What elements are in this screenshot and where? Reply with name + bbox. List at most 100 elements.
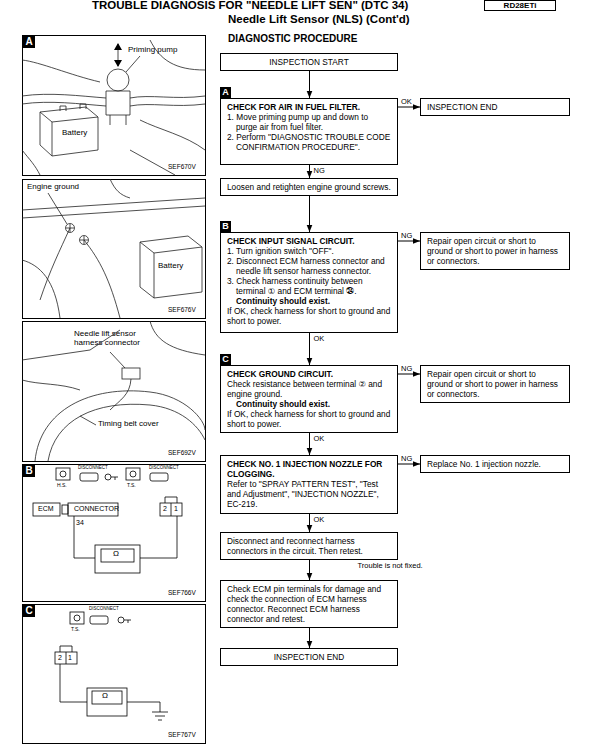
key-icon [111, 477, 118, 480]
box-text: Continuity should exist. [227, 296, 391, 306]
model-tag: RD28ETi [484, 0, 556, 11]
part-label: Needle Lift Sensor (NLS) (Cont'd) [228, 13, 410, 26]
box-text: INSPECTION START [227, 57, 391, 67]
check-box: CHECK FOR AIR IN FUEL FILTER.1. Move pri… [220, 98, 398, 165]
priming-pump-drawing [22, 40, 205, 175]
connector-icon [150, 473, 168, 481]
panel-frame [23, 322, 206, 462]
edge-label: OK [401, 97, 412, 106]
process-box: Loosen and retighten engine ground screw… [220, 178, 398, 196]
edge-label: OK [314, 434, 325, 443]
flow-arrow [307, 333, 313, 365]
part-label: DIAGNOSTIC PROCEDURE [228, 33, 357, 44]
part-label: Needle lift sensor harness connector [74, 330, 152, 348]
engine-ground-drawing [22, 179, 205, 318]
arrow-head [307, 225, 313, 232]
meter-icon [130, 471, 136, 477]
box-text: 2. Disconnect ECM harness connector and … [227, 256, 391, 276]
check-box: CHECK NO. 1 INJECTION NOZZLE FOR CLOGGIN… [220, 455, 398, 514]
part-label: DISCONNECT [78, 466, 108, 471]
circuit-c [55, 612, 168, 720]
meter-icon [126, 468, 140, 480]
box-heading: CHECK INPUT SIGNAL CIRCUIT. [227, 236, 391, 246]
box-heading: CHECK NO. 1 INJECTION NOZZLE FOR CLOGGIN… [227, 459, 391, 479]
sensor-connector [122, 368, 140, 379]
part-label: SEF676V [168, 306, 196, 313]
arrow-head [413, 371, 420, 377]
edge-label: NG [401, 454, 412, 463]
ohmmeter-display [92, 691, 122, 704]
part-label: T.S. [71, 627, 80, 633]
meter-icon [74, 615, 80, 621]
part-label: SEF670V [168, 163, 196, 170]
start-box: INSPECTION START [220, 53, 398, 71]
flow-arrow [307, 196, 313, 232]
box-text: Disconnect and reconnect harness connect… [227, 536, 391, 556]
ground-screw [66, 224, 75, 233]
part-label: 34 [76, 519, 84, 527]
step-letter: B [220, 221, 231, 232]
arrow-head [413, 238, 420, 244]
part-label: Engine ground [27, 183, 79, 192]
ohmmeter [87, 688, 127, 716]
part-label: Ω [102, 692, 108, 701]
arrow-head [307, 448, 313, 455]
box-text: 2. Perform "DIAGNOSTIC TROUBLE CODE CONF… [227, 132, 391, 152]
box-text: Loosen and retighten engine ground screw… [227, 182, 391, 192]
part-label: Battery [158, 262, 183, 271]
connector-icon [90, 616, 108, 624]
timing-belt-drawing [22, 321, 205, 461]
flow-arrow [307, 71, 313, 98]
arrow-head [307, 91, 313, 98]
key-icon [105, 474, 111, 480]
process-box: Disconnect and reconnect harness connect… [220, 532, 398, 560]
meter-icon [60, 471, 66, 477]
part-label: ECM [38, 505, 54, 513]
part-label: DISCONNECT [149, 466, 179, 471]
end-box: INSPECTION END [220, 648, 398, 666]
part-label: SEF692V [168, 449, 196, 456]
flow-arrow [307, 165, 313, 178]
step-letter: B [23, 465, 35, 477]
part-label: 1 [174, 505, 178, 513]
arrow-head [413, 461, 420, 467]
arrow-head [307, 525, 313, 532]
flow-arrow [307, 560, 313, 580]
part-label: Ω [113, 550, 119, 559]
meter-icon [70, 612, 84, 624]
box-text: If OK, check harness for short to ground… [227, 409, 391, 429]
part-label: 1 [68, 654, 72, 662]
step-letter: A [23, 36, 35, 48]
part-label: Timing belt cover [98, 420, 159, 429]
arrow-head [307, 573, 313, 580]
box-text: Refer to "SPRAY PATTERN TEST", "Test and… [227, 479, 391, 509]
box-text: 1. Turn ignition switch "OFF". [227, 246, 391, 256]
step-letter: C [23, 605, 35, 617]
part-label: H.S. [57, 483, 67, 489]
box-text: RD28ETi [489, 1, 551, 10]
end-box: INSPECTION END [420, 98, 570, 116]
box-heading: CHECK GROUND CIRCUIT. [227, 369, 391, 379]
part-label: Priming pump [128, 46, 177, 55]
panel-frame [23, 465, 206, 602]
meter-icon [56, 468, 70, 480]
part-label: SEF766V [168, 589, 196, 596]
box-text: Replace No. 1 injection nozzle. [427, 459, 563, 469]
box-text: Continuity should exist. [227, 399, 391, 409]
arrow-head [307, 358, 313, 365]
flow-arrow [307, 433, 313, 455]
process-box: Check ECM pin terminals for damage and c… [220, 580, 398, 628]
box-text: Check ECM pin terminals for damage and c… [227, 584, 391, 624]
edge-label: OK [314, 515, 325, 524]
flow-arrow [307, 628, 313, 648]
box-text: If OK, check harness for short to ground… [227, 306, 391, 326]
edge-label: NG [401, 364, 412, 373]
repair-box: Replace No. 1 injection nozzle. [420, 455, 570, 473]
repair-box: Repair open circuit or short to ground o… [420, 365, 570, 403]
check-box: CHECK GROUND CIRCUIT.Check resistance be… [220, 365, 398, 433]
motion-arrow-heads [114, 43, 122, 67]
arrow-head [413, 104, 420, 110]
connector-icon [80, 473, 98, 481]
connector-box [68, 503, 118, 516]
check-box: CHECK INPUT SIGNAL CIRCUIT.1. Turn ignit… [220, 232, 398, 333]
